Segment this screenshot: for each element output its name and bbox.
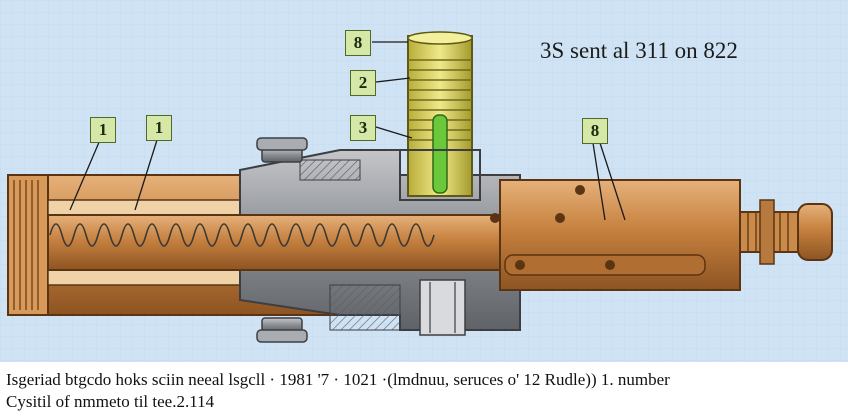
callout-left-1: 1 (90, 117, 116, 143)
leader-lines (69, 41, 626, 221)
green-indicator-window (432, 114, 448, 194)
caption-line-1: Isgeriad btgcdo hoks sciin neeal lsgcll … (6, 370, 670, 389)
diagram-canvas: 3S sent al 311 on 822 8 2 3 1 1 8 (0, 0, 848, 362)
callout-2: 2 (350, 70, 376, 96)
callout-top: 8 (345, 30, 371, 56)
callout-right: 8 (582, 118, 608, 144)
vertical-plunger (399, 31, 481, 201)
end-knob (797, 203, 833, 261)
callout-left-2: 1 (146, 115, 172, 141)
diagram-title: 3S sent al 311 on 822 (540, 38, 738, 63)
coil-spring (49, 223, 435, 247)
caption-line-2: Cysitil of nmmeto til tee.2.114 (6, 392, 215, 411)
callout-3: 3 (350, 115, 376, 141)
caption-box: Isgeriad btgcdo hoks sciin neeal lsgcll … (0, 362, 848, 416)
cutaway-diagram (0, 0, 848, 362)
